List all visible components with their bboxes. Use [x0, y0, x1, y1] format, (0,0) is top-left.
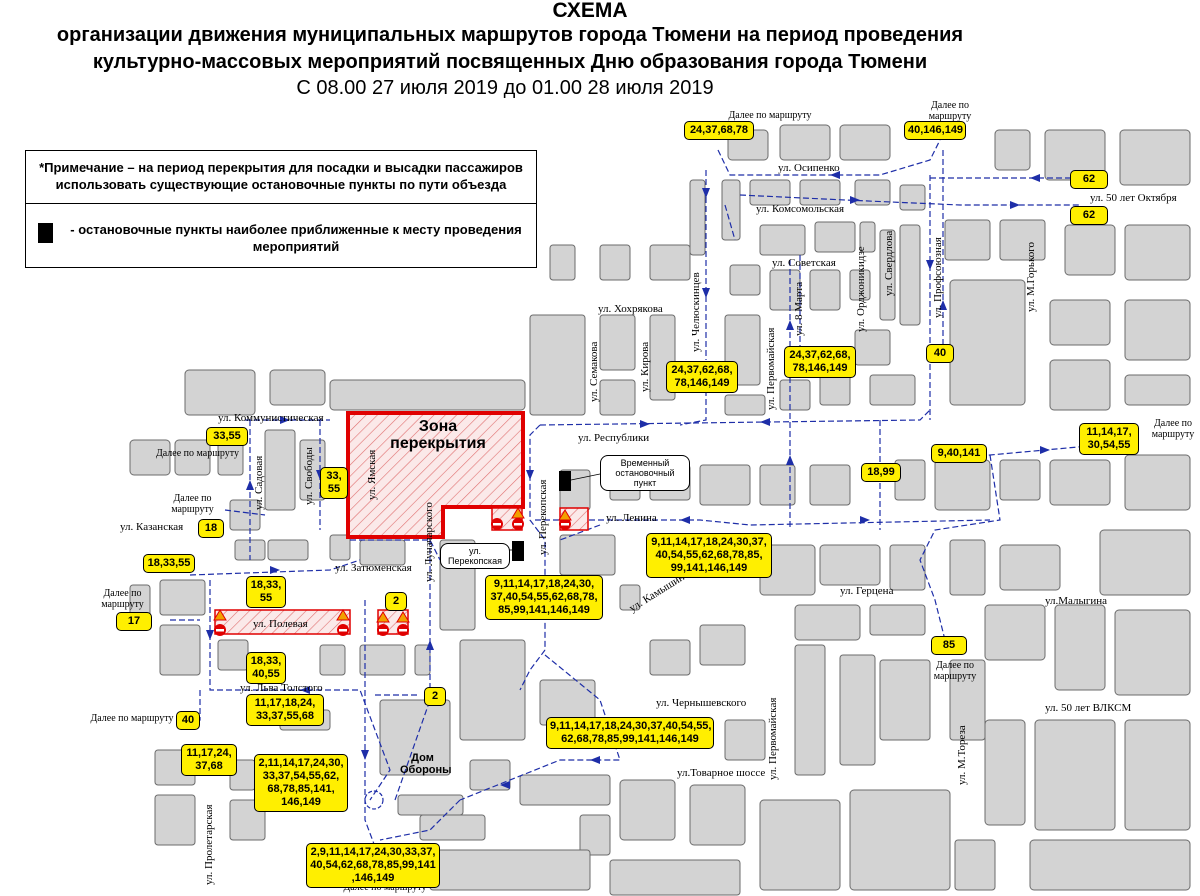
note-legend-box: *Примечание – на период перекрытия для п… [25, 150, 537, 268]
further-label-2: Далее по маршруту [928, 100, 972, 122]
no-entry-signs [213, 507, 572, 636]
street-kirova: ул. Кирова [639, 342, 651, 392]
title-scheme: СХЕМА [552, 0, 628, 22]
street-chernyshevskogo: ул. Чернышевского [656, 697, 747, 709]
route-label-chernyshevskogo: 9,11,14,17,18,24,30,37,40,54,55, 62,68,7… [546, 717, 714, 749]
street-proletarskaya: ул. Пролетарская [203, 804, 215, 885]
route-label-24-37-68-78: 24,37,68,78 [684, 121, 754, 140]
route-label-40-146-149: 40,146,149 [904, 121, 966, 140]
further-label-7: Далее по маршруту [90, 713, 174, 724]
route-label-85: 85 [931, 636, 967, 655]
street-ordzhonikidze: ул. Орджоникидзе [855, 246, 867, 332]
street-profsoyuznaya: ул. Профсоюзная [932, 237, 944, 318]
route-label-11-14-17: 11,14,17, 30,54,55 [1079, 423, 1139, 455]
note-text: *Примечание – на период перекрытия для п… [39, 160, 523, 192]
further-label-5: Далее по маршруту [171, 493, 214, 515]
perekopskaya-stop-callout: ул. Перекопская [440, 543, 510, 569]
further-label-6: Далее по маршруту [101, 588, 144, 610]
street-perekopskaya: ул. Перекопская [537, 480, 549, 555]
stop-legend-icon [38, 223, 53, 243]
street-polevaya: ул. Полевая [253, 618, 308, 630]
street-khokhryakova: ул. Хохрякова [598, 303, 663, 315]
further-label-1: Далее по маршруту [728, 110, 812, 121]
further-label-3: Далее по маршруту [1151, 418, 1195, 440]
dom-oborony-label: Дом Обороны [400, 752, 452, 776]
title-block: СХЕМА организации движения муниципальных… [0, 0, 1200, 100]
route-label-2-b: 2 [424, 687, 446, 706]
route-label-lva-tolstogo: 11,17,18,24, 33,37,55,68 [246, 694, 324, 726]
street-lunacharskogo: ул. Луначарского [423, 502, 435, 582]
closure-zone [346, 411, 525, 539]
route-label-chelyuskintsev: 24,37,62,68, 78,146,149 [666, 361, 738, 393]
street-svobody: ул. Свободы [303, 447, 315, 505]
street-kommunisticheskaya: ул. Коммунистическая [218, 412, 324, 424]
street-50-let-vlksm: ул. 50 лет ВЛКСМ [1045, 702, 1131, 714]
street-zatyumenskaya: ул. Затюменская [335, 562, 412, 574]
street-pervomayskaya-north: ул. Первомайская [765, 328, 777, 410]
further-label-8: Далее по маршруту [933, 660, 977, 682]
street-chelyuskintsev: ул. Челюскинцев [690, 272, 702, 352]
route-label-17: 17 [116, 612, 152, 631]
street-sverdlova: ул. Свердлова [883, 231, 895, 296]
route-arrows [206, 171, 1050, 789]
building-blocks [129, 124, 1191, 896]
route-label-11-17-24: 11,17,24, 37,68 [181, 744, 237, 776]
street-yamskaya: ул. Ямская [366, 450, 378, 500]
roundabout [364, 790, 384, 810]
route-label-8-marta: 24,37,62,68, 78,146,149 [784, 346, 856, 378]
stop-legend-text: - остановочные пункты наиболее приближен… [70, 222, 522, 254]
street-sovetskaya: ул. Советская [772, 257, 836, 269]
street-komsomolskaya: ул. Комсомольская [756, 203, 844, 215]
street-kazanskaya: ул. Казанская [120, 521, 183, 533]
route-label-perekopskaya-main: 9,11,14,17,18,24,30, 37,40,54,55,62,68,7… [485, 575, 603, 620]
further-label-4: Далее по маршруту [155, 448, 240, 459]
route-label-18: 18 [198, 519, 224, 538]
street-tovarnoe-shosse: ул.Товарное шоссе [677, 767, 765, 779]
title-line-2: организации движения муниципальных маршр… [56, 24, 964, 46]
closed-street-polevaya [214, 609, 351, 635]
street-malygina: ул.Малыгина [1045, 595, 1107, 607]
closure-zone-label: Зона перекрытия [390, 418, 486, 452]
street-semakova: ул. Семакова [588, 342, 600, 402]
route-label-18-33-55: 18,33,55 [143, 554, 195, 573]
temp-stop-callout: Временный остановочный пункт [600, 455, 690, 491]
route-label-dom-oborony: 2,11,14,17,24,30, 33,37,54,55,62, 68,78,… [254, 754, 348, 812]
stop-marker-perekopskaya [512, 541, 524, 561]
title-line-3: культурно-массовых мероприятий посвященн… [92, 51, 928, 73]
route-label-9-40-141: 9,40,141 [931, 444, 987, 463]
route-label-62-b: 62 [1070, 206, 1108, 225]
route-label-40-profsoyuznaya: 40 [926, 344, 954, 363]
route-label-33-55-svobody: 33, 55 [320, 467, 348, 499]
street-respubliki: ул. Республики [578, 432, 649, 444]
street-pervomayskaya-south: ул. Первомайская [767, 698, 779, 780]
route-label-62-a: 62 [1070, 170, 1108, 189]
stop-marker-temp [559, 471, 571, 491]
street-gorkogo: ул. М.Горького [1025, 242, 1037, 312]
street-toreza: ул. М.Тореза [956, 725, 968, 785]
route-label-18-99: 18,99 [861, 463, 901, 482]
street-gertsena: ул. Герцена [840, 585, 894, 597]
route-label-2-a: 2 [385, 592, 407, 611]
route-label-18-33-40-55: 18,33, 40,55 [246, 652, 286, 684]
street-osipenko: ул. Осипенко [778, 162, 840, 174]
route-label-40-west: 40 [176, 711, 200, 730]
note-divider [26, 203, 536, 204]
route-label-33-55: 33,55 [206, 427, 248, 446]
street-50-let-oktyabrya: ул. 50 лет Октября [1090, 192, 1177, 204]
street-lenina: ул. Ленина [606, 512, 657, 524]
route-label-lenina-main: 9,11,14,17,18,24,30,37, 40,54,55,62,68,7… [646, 533, 772, 578]
street-8-marta: ул. 8 Марта [793, 282, 805, 336]
street-lva-tolstogo: ул. Льва Толстого [240, 682, 323, 694]
route-label-18-33-55-b: 18,33, 55 [246, 576, 286, 608]
route-label-south: 2,9,11,14,17,24,30,33,37, 40,54,62,68,78… [306, 843, 440, 888]
title-dates: С 08.00 27 июля 2019 до 01.00 28 июля 20… [296, 77, 714, 99]
street-sadovaya: ул. Садовая [253, 456, 265, 510]
